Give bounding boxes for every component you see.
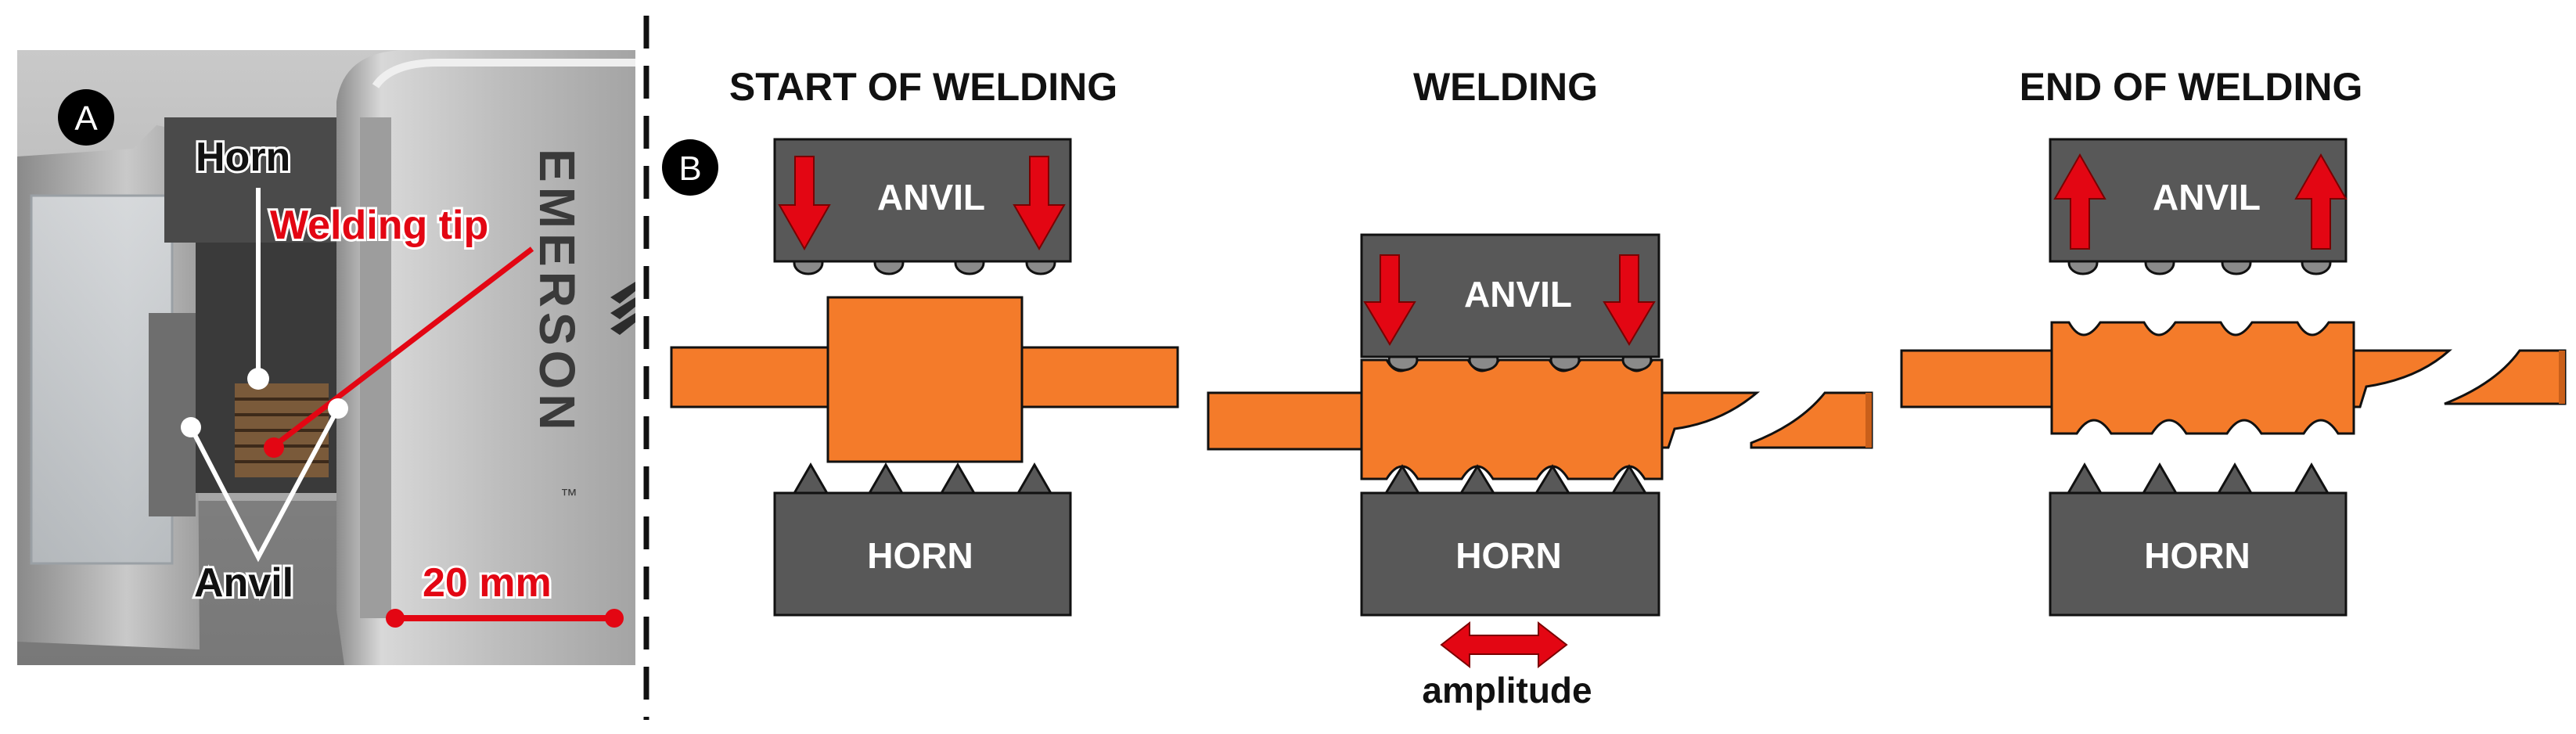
badge-b [662,139,718,196]
scale-bar-label: 20 mm [423,560,552,606]
stage-welding: WELDING ANVIL [1207,65,1873,711]
badge-a-letter: A [74,99,98,138]
stage-end-wire-right-fused [2349,349,2452,408]
anvil-leader-lines [189,407,340,563]
anvil-leader-dot-right [328,398,348,419]
anvil-leader-dot-left [181,417,201,437]
stage-end-anvil-label: ANVIL [2153,177,2261,218]
stage-start-horn-teeth [791,462,1054,496]
emerson-housing-edge [372,59,635,88]
welding-tip-leader-line [272,246,534,448]
stage-welding-wire-right-fused [1657,391,1761,449]
stage-welding-anvil-label: ANVIL [1464,274,1572,315]
stage-start-title: START OF WELDING [729,65,1117,109]
stage-end-anvil [2049,138,2348,263]
left-clamp [149,313,196,516]
stage-end-wire-right-cut [2444,349,2567,405]
anvil-label: Anvil [194,560,293,606]
stage-welding-arrows-down [1363,254,1656,346]
brand-text: EMERSON [529,149,585,435]
scale-bar-end-right [605,609,624,628]
stage-end-horn-teeth [2065,462,2331,496]
scale-bar-end-left [386,609,405,628]
horn-leader-dot [247,368,269,390]
stage-start-arrows-down [778,156,1066,251]
stage-start-anvil [773,138,1072,263]
stage-end-horn-label: HORN [2144,535,2250,576]
stage-start-wire-left [670,346,829,408]
stage-welding-horn [1360,491,1660,617]
stage-start-copper-stack [826,296,1024,463]
welding-tip-leader-dot [264,437,284,458]
stage-welding-copper-stack [1360,358,1664,480]
stage-welding-horn-label: HORN [1455,535,1561,576]
stage-welding-wire-right-cut [1750,391,1873,449]
badge-b-letter: B [678,149,701,188]
stage-welding-anvil [1360,233,1660,358]
panel-a: EMERSON ™ A Horn Welding tip Anvil 20 mm [17,50,635,665]
stage-welding-wire-right-cut-end [1865,393,1872,448]
stage-welding-title: WELDING [1413,65,1598,109]
stage-end-wire-right-cut-end [2559,351,2565,404]
welding-tip-label: Welding tip [270,203,488,248]
stage-start-anvil-label: ANVIL [877,177,985,218]
stage-start: START OF WELDING ANVIL [670,65,1179,617]
stage-start-horn [773,491,1072,617]
horn-label: Horn [196,135,290,180]
stage-end-horn [2049,491,2348,617]
badge-a [58,89,114,146]
stage-end-title: END OF WELDING [2020,65,2363,109]
amplitude-double-arrow [1440,621,1568,669]
stage-start-horn-label: HORN [867,535,973,576]
horn-top [164,117,336,243]
emerson-housing [336,50,635,665]
trademark-text: ™ [560,485,577,505]
amplitude-label: amplitude [1422,670,1592,711]
stage-end-wire-left [1900,349,2058,408]
stage-end-copper-stack [2050,321,2355,435]
stage-start-wire-right [1020,346,1179,408]
stage-welding-wire-left [1207,391,1363,451]
emerson-logo-mark [610,282,635,335]
stage-end: END OF WELDING ANVIL [1900,65,2567,617]
panel-b: B START OF WELDING ANVIL [662,65,2567,711]
stage-end-arrows-up [2053,153,2348,250]
